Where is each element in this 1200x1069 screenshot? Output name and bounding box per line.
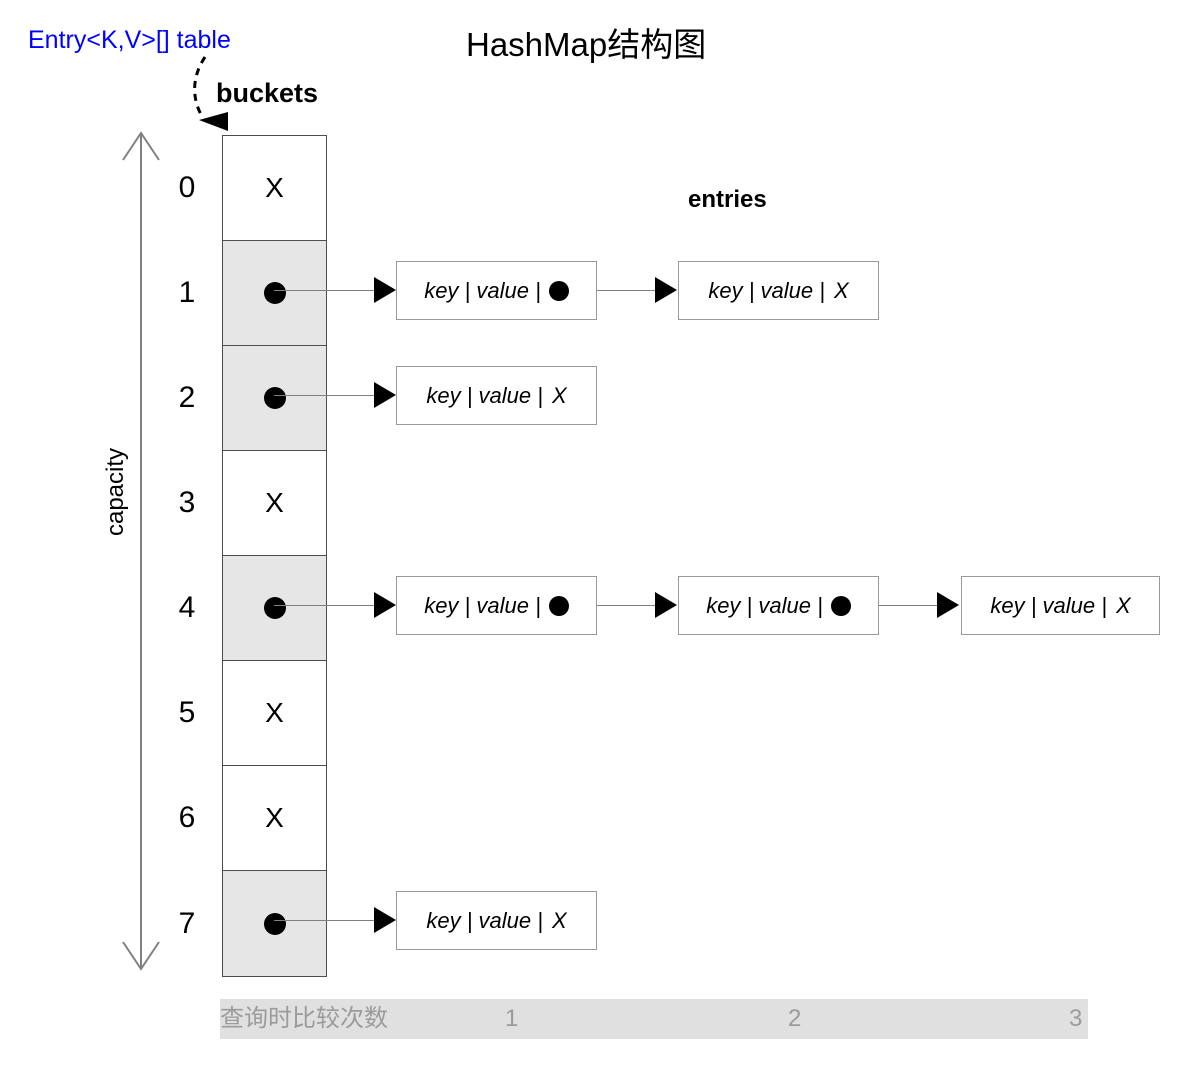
entry-node-7-1[interactable]: key | value | X: [396, 891, 597, 950]
entry-node-4-3[interactable]: key | value | X: [961, 576, 1160, 635]
bucket-index-3: 3: [178, 486, 196, 519]
connector-arrowhead-b7-e1: [374, 907, 396, 933]
bucket-null-marker-3: X: [265, 487, 284, 518]
entry-separator: |: [458, 592, 477, 618]
bucket-cell-5[interactable]: 5 X: [179, 661, 326, 766]
entry-next-pointer-dot-4-2: [830, 595, 851, 616]
entry-node-4-1[interactable]: key | value |: [396, 576, 597, 635]
entry-text-7-1: key: [426, 907, 461, 933]
connector-line-e2-e3-row4: [879, 605, 939, 606]
bucket-index-5: 5: [178, 696, 196, 729]
entry-value-1-2: value: [760, 277, 814, 303]
entry-value-2-1: value: [478, 382, 532, 408]
entry-node-1-2[interactable]: key | value | X: [678, 261, 879, 320]
legend-caption: 查询时比较次数: [220, 1005, 388, 1032]
entry-separator: |: [810, 592, 823, 618]
entry-null-marker-4-3: X: [1115, 592, 1131, 618]
entry-separator: |: [813, 277, 825, 303]
entries-label: entries: [688, 186, 767, 213]
bucket-cell-4[interactable]: 4: [179, 556, 326, 661]
entry-text-1-1: key: [424, 277, 459, 303]
entry-text-1-2: key: [708, 277, 743, 303]
entry-value-4-3: value: [1042, 592, 1096, 618]
bucket-index-4: 4: [178, 591, 196, 624]
entry-value-4-2: value: [758, 592, 811, 618]
entry-separator: |: [458, 277, 477, 303]
bucket-pointer-dot-1: [263, 282, 286, 304]
bucket-index-6: 6: [178, 801, 196, 834]
entry-text-4-1: key: [424, 592, 459, 618]
connector-arrowhead-b1-e1: [374, 277, 396, 303]
entry-next-pointer-dot-1-1: [548, 280, 569, 301]
bucket-index-2: 2: [178, 381, 196, 414]
bucket-pointer-dot-2: [263, 387, 286, 409]
entry-value-4-1: value: [476, 592, 529, 618]
buckets-label: buckets: [216, 78, 319, 108]
entry-separator: |: [531, 907, 543, 933]
legend-count-1: 1: [505, 1005, 519, 1032]
connector-line-b2-e1: [274, 395, 374, 396]
bucket-cell-6[interactable]: 6 X: [179, 766, 326, 871]
entry-node-2-1[interactable]: key | value | X: [396, 366, 597, 425]
entry-node-4-2[interactable]: key | value |: [678, 576, 879, 635]
connector-arrowhead-b4-e1: [374, 592, 396, 618]
connector-line-b7-e1: [274, 920, 374, 921]
entry-text-2-1: key: [426, 382, 461, 408]
connector-arrowhead-b2-e1: [374, 382, 396, 408]
bucket-null-marker-5: X: [265, 697, 284, 728]
entry-null-marker-1-2: X: [833, 277, 849, 303]
entry-separator: |: [1024, 592, 1043, 618]
comparison-count-legend-bar: 查询时比较次数 1 2 3: [220, 999, 1088, 1039]
connector-line-e1-e2-row4: [597, 605, 657, 606]
entry-separator: |: [460, 907, 479, 933]
entry-next-pointer-dot-4-1: [548, 595, 569, 616]
capacity-label: capacity: [102, 447, 129, 537]
entry-separator: |: [528, 592, 541, 618]
connector-arrowhead-e1-e2-row4: [655, 592, 677, 618]
bucket-cell-1[interactable]: 1: [179, 241, 326, 346]
connector-arrowhead-e2-e3-row4: [937, 592, 959, 618]
bucket-index-1: 1: [178, 276, 196, 309]
bucket-cell-0[interactable]: 0 X: [179, 136, 326, 241]
legend-count-2: 2: [788, 1005, 802, 1032]
bucket-cell-7[interactable]: 7: [179, 871, 326, 976]
entry-separator: |: [1095, 592, 1107, 618]
page-title: HashMap结构图: [466, 26, 707, 63]
bucket-pointer-dot-4: [263, 597, 286, 619]
entry-separator: |: [531, 382, 543, 408]
connector-arrowhead-e1-e2-row1: [655, 277, 677, 303]
entry-node-1-1[interactable]: key | value |: [396, 261, 597, 320]
entry-null-marker-2-1: X: [551, 382, 567, 408]
table-reference-label: Entry<K,V>[] table: [28, 26, 231, 54]
connector-line-b1-e1: [274, 290, 374, 291]
bucket-cell-2[interactable]: 2: [179, 346, 326, 451]
entry-separator: |: [740, 592, 759, 618]
bucket-index-0: 0: [178, 171, 196, 204]
entry-text-4-2: key: [706, 592, 741, 618]
connector-line-b4-e1: [274, 605, 374, 606]
entry-null-marker-7-1: X: [551, 907, 567, 933]
bucket-cell-3[interactable]: 3 X: [179, 451, 326, 556]
legend-count-3: 3: [1069, 1005, 1083, 1032]
connector-line-e1-e2-row1: [597, 290, 657, 291]
entry-value-7-1: value: [478, 907, 532, 933]
entry-separator: |: [460, 382, 479, 408]
entry-value-1-1: value: [476, 277, 529, 303]
bucket-pointer-dot-7: [263, 912, 286, 935]
bucket-null-marker-6: X: [265, 802, 284, 833]
bucket-index-7: 7: [178, 906, 196, 940]
entry-separator: |: [742, 277, 761, 303]
bucket-null-marker-0: X: [265, 172, 284, 203]
entry-text-4-3: key: [990, 592, 1025, 618]
buckets-array: 0 X 1 2 3 X 4 5 X 6 X 7: [179, 135, 327, 977]
entry-separator: |: [528, 277, 541, 303]
